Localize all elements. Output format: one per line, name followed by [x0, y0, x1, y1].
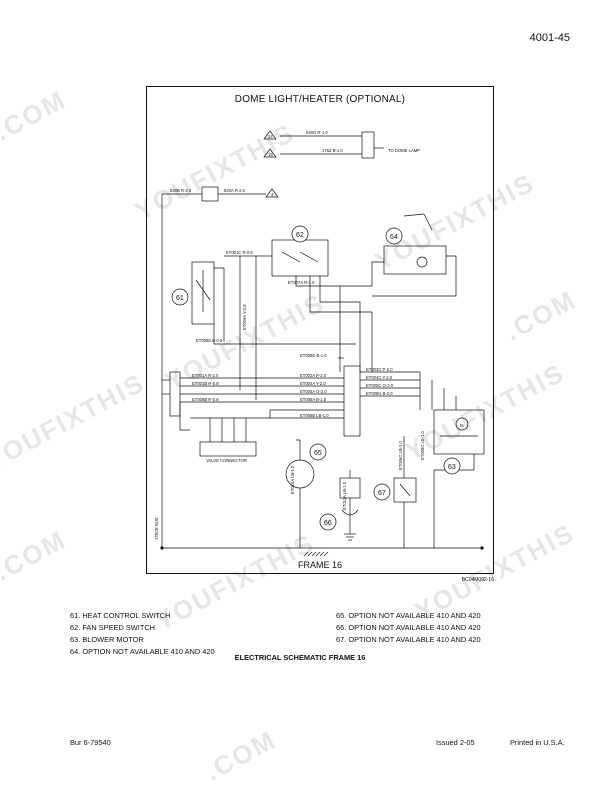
wire-label: ET011A LB-1.0: [342, 481, 347, 510]
wire-label: 540G R-1.0: [306, 130, 328, 135]
callout-61: 61: [176, 295, 184, 302]
frame-label: FRAME 16: [297, 560, 342, 570]
wire-label: ET005C O-2.0: [366, 383, 394, 388]
callout-67: 67: [378, 490, 386, 497]
valve-connector-label: VALVE CONNECTOR: [206, 458, 247, 463]
reference-label: 14: [268, 134, 273, 139]
legend-item: 61. HEAT CONTROL SWITCH: [70, 611, 171, 620]
callout-63: 63: [448, 464, 456, 471]
wire-label: ET010A LB-1.0: [290, 465, 295, 494]
wire-label: ET006A B-1.0: [300, 397, 327, 402]
legend-left: 61. HEAT CONTROL SWITCH 62. FAN SPEED SW…: [70, 610, 215, 658]
schematic-caption: ELECTRICAL SCHEMATIC FRAME 16: [234, 653, 366, 662]
wire-label: ET007A R-1.0: [288, 280, 315, 285]
wire-label: ET001B R-0.8: [192, 381, 219, 386]
wire-label: ET009A Y-0.8: [242, 304, 247, 330]
footer-document-number: Bur 6-79540: [70, 738, 111, 747]
callout-65: 65: [314, 450, 322, 457]
page-number: 4001-45: [529, 32, 570, 44]
wire-label: ET008B R-0.8: [192, 397, 219, 402]
diagram-frame: [146, 86, 494, 574]
wire-label: ET004C Y-2.0: [366, 375, 393, 380]
legend-item: 67. OPTION NOT AVAILABLE 410 AND 420: [336, 635, 481, 644]
dome-lamp-label: TO DOME LAMP: [388, 148, 420, 153]
figure-code: BC04M092-16: [461, 577, 494, 583]
wire-label: 820A R-2.0: [224, 188, 246, 193]
diagram-title: DOME LIGHT/HEATER (OPTIONAL): [234, 94, 406, 105]
wire-label: ET008E B-0.8: [196, 338, 223, 343]
callout-64: 64: [390, 234, 398, 241]
wire-label: ET008H B-2.0: [366, 391, 393, 396]
wire-label: ET006C LB-1.0: [398, 440, 403, 470]
footer-printed: Printed in U.S.A.: [510, 738, 565, 747]
wire-label: ET001A R-2.0: [192, 373, 219, 378]
ground-bus-label: 178CE BUS: [154, 517, 159, 540]
legend-item: 65. OPTION NOT AVAILABLE 410 AND 420: [336, 611, 481, 620]
wire-label: 176Z B-1.0: [322, 148, 343, 153]
legend-item: 63. BLOWER MOTOR: [70, 635, 144, 644]
reference-label: 15: [268, 152, 273, 157]
wire-label: ET003A P-2.0: [300, 373, 327, 378]
wire-label: ET001C R-0.8: [226, 250, 253, 255]
legend-item: 62. FAN SPEED SWITCH: [70, 623, 156, 632]
reference-label: 3: [271, 192, 274, 197]
wire-label: ET004A Y-2.0: [300, 381, 326, 386]
wire-label: ET006B LB-1.0: [300, 413, 329, 418]
wire-label: 820B R-2.0: [170, 188, 192, 193]
footer-issued: Issued 2-05: [436, 738, 475, 747]
legend-item: 66. OPTION NOT AVAILABLE 410 AND 420: [336, 623, 481, 632]
wire-label: ET008D B-1.0: [300, 353, 327, 358]
wire-label: ET003C P-2.0: [366, 367, 393, 372]
legend-item: 64. OPTION NOT AVAILABLE 410 AND 420: [70, 647, 215, 656]
motor-symbol: M: [460, 423, 464, 428]
callout-62: 62: [296, 232, 304, 239]
wire-label: ET008C LB-1.0: [420, 430, 425, 460]
wire-label: ET005A O-2.0: [300, 389, 327, 394]
legend-right: 65. OPTION NOT AVAILABLE 410 AND 420 66.…: [336, 610, 481, 646]
callout-66: 66: [324, 520, 332, 527]
